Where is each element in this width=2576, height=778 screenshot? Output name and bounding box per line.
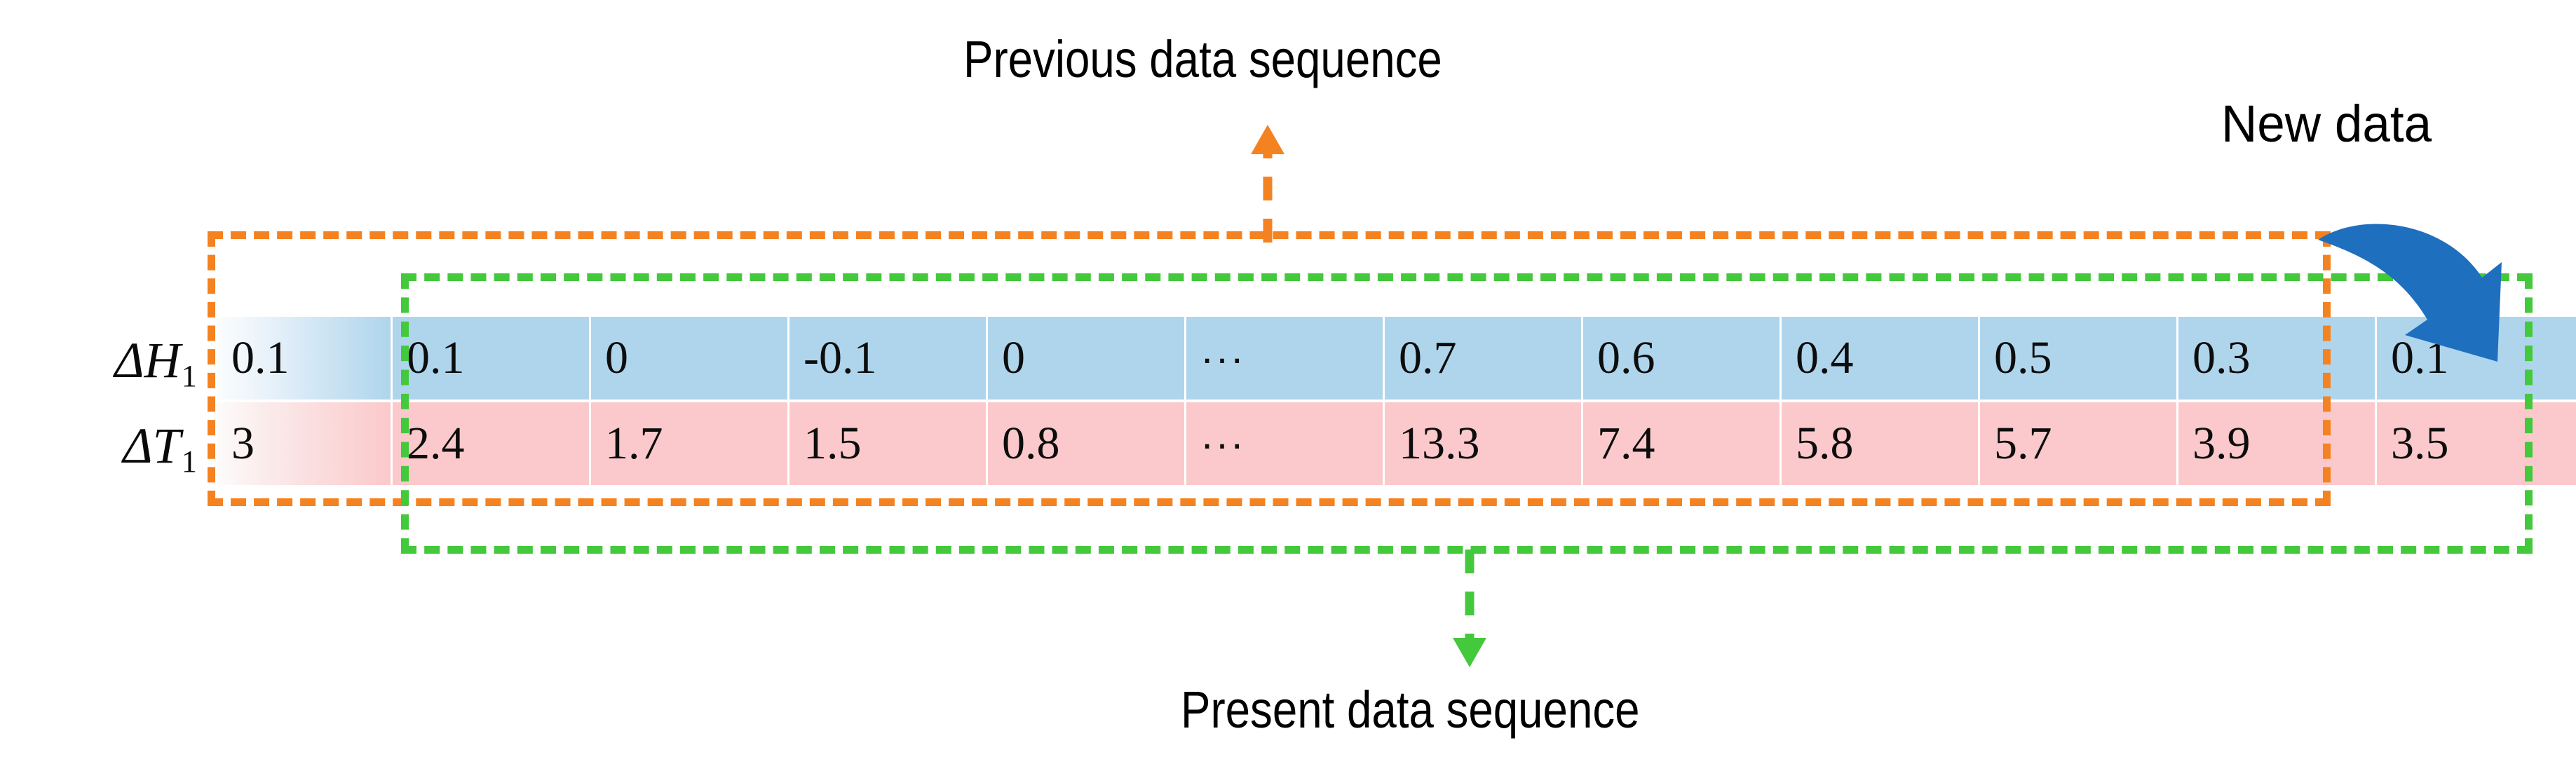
cell-delta-t-1-11: 3.9 bbox=[2178, 402, 2377, 485]
row-label-h-symbol: ΔH bbox=[114, 332, 181, 388]
cell-delta-h-1-10: 0.5 bbox=[1980, 317, 2178, 400]
present-data-sequence-label: Present data sequence bbox=[1181, 681, 1640, 739]
cell-delta-h-1-8: 0.6 bbox=[1583, 317, 1782, 400]
cell-delta-h-1-6: ··· bbox=[1186, 317, 1385, 400]
row-label-t-symbol: ΔT bbox=[123, 418, 181, 474]
cell-delta-h-1-12: 0.1 bbox=[2377, 317, 2576, 400]
cell-delta-t-1-4: 1.5 bbox=[789, 402, 988, 485]
cell-delta-t-1-7: 13.3 bbox=[1385, 402, 1583, 485]
cell-delta-t-1-6: ··· bbox=[1186, 402, 1385, 485]
cell-delta-t-1-9: 5.8 bbox=[1782, 402, 1980, 485]
cell-delta-t-1-2: 2.4 bbox=[393, 402, 591, 485]
cell-delta-t-1-3: 1.7 bbox=[591, 402, 789, 485]
cell-delta-h-1-4: -0.1 bbox=[789, 317, 988, 400]
cell-delta-h-1-11: 0.3 bbox=[2178, 317, 2377, 400]
cell-delta-h-1-9: 0.4 bbox=[1782, 317, 1980, 400]
row-label-delta-h-1: ΔH1 bbox=[59, 332, 196, 392]
cell-delta-t-1-1: 3 bbox=[217, 402, 393, 485]
cell-delta-t-1-5: 0.8 bbox=[988, 402, 1186, 485]
cell-delta-h-1-2: 0.1 bbox=[393, 317, 591, 400]
cell-delta-t-1-8: 7.4 bbox=[1583, 402, 1782, 485]
new-data-label: New data bbox=[2221, 95, 2432, 153]
cell-delta-t-1-12: 3.5 bbox=[2377, 402, 2576, 485]
cell-delta-h-1-5: 0 bbox=[988, 317, 1186, 400]
previous-data-sequence-label: Previous data sequence bbox=[963, 30, 1442, 88]
arrow-up-dashed-icon bbox=[1251, 125, 1284, 243]
arrow-down-dashed-icon bbox=[1453, 550, 1486, 667]
cell-delta-t-1-10: 5.7 bbox=[1980, 402, 2178, 485]
row-label-t-subscript: 1 bbox=[181, 444, 197, 479]
row-label-h-subscript: 1 bbox=[181, 358, 197, 394]
cell-delta-h-1-7: 0.7 bbox=[1385, 317, 1583, 400]
cell-delta-h-1-3: 0 bbox=[591, 317, 789, 400]
cell-delta-h-1-1: 0.1 bbox=[217, 317, 393, 400]
row-label-delta-t-1: ΔT1 bbox=[59, 418, 197, 477]
